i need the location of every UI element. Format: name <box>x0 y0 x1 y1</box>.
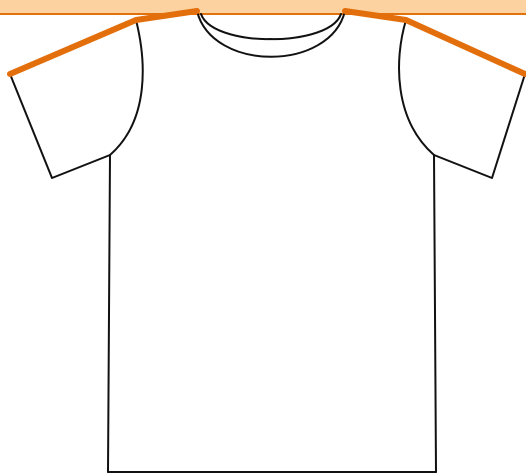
tshirt-outline <box>10 11 525 472</box>
neckline-inner <box>201 14 341 39</box>
right-shoulder-highlight <box>345 11 525 74</box>
shoulder-highlight-group <box>10 11 525 74</box>
left-sleeve <box>10 74 110 178</box>
body-right-seam <box>434 155 436 472</box>
body-left-seam <box>108 155 110 472</box>
left-shoulder-highlight <box>10 11 197 74</box>
right-sleeve <box>434 74 525 178</box>
left-armhole <box>110 20 143 155</box>
right-armhole <box>399 20 434 155</box>
neckline-outer <box>197 11 345 57</box>
